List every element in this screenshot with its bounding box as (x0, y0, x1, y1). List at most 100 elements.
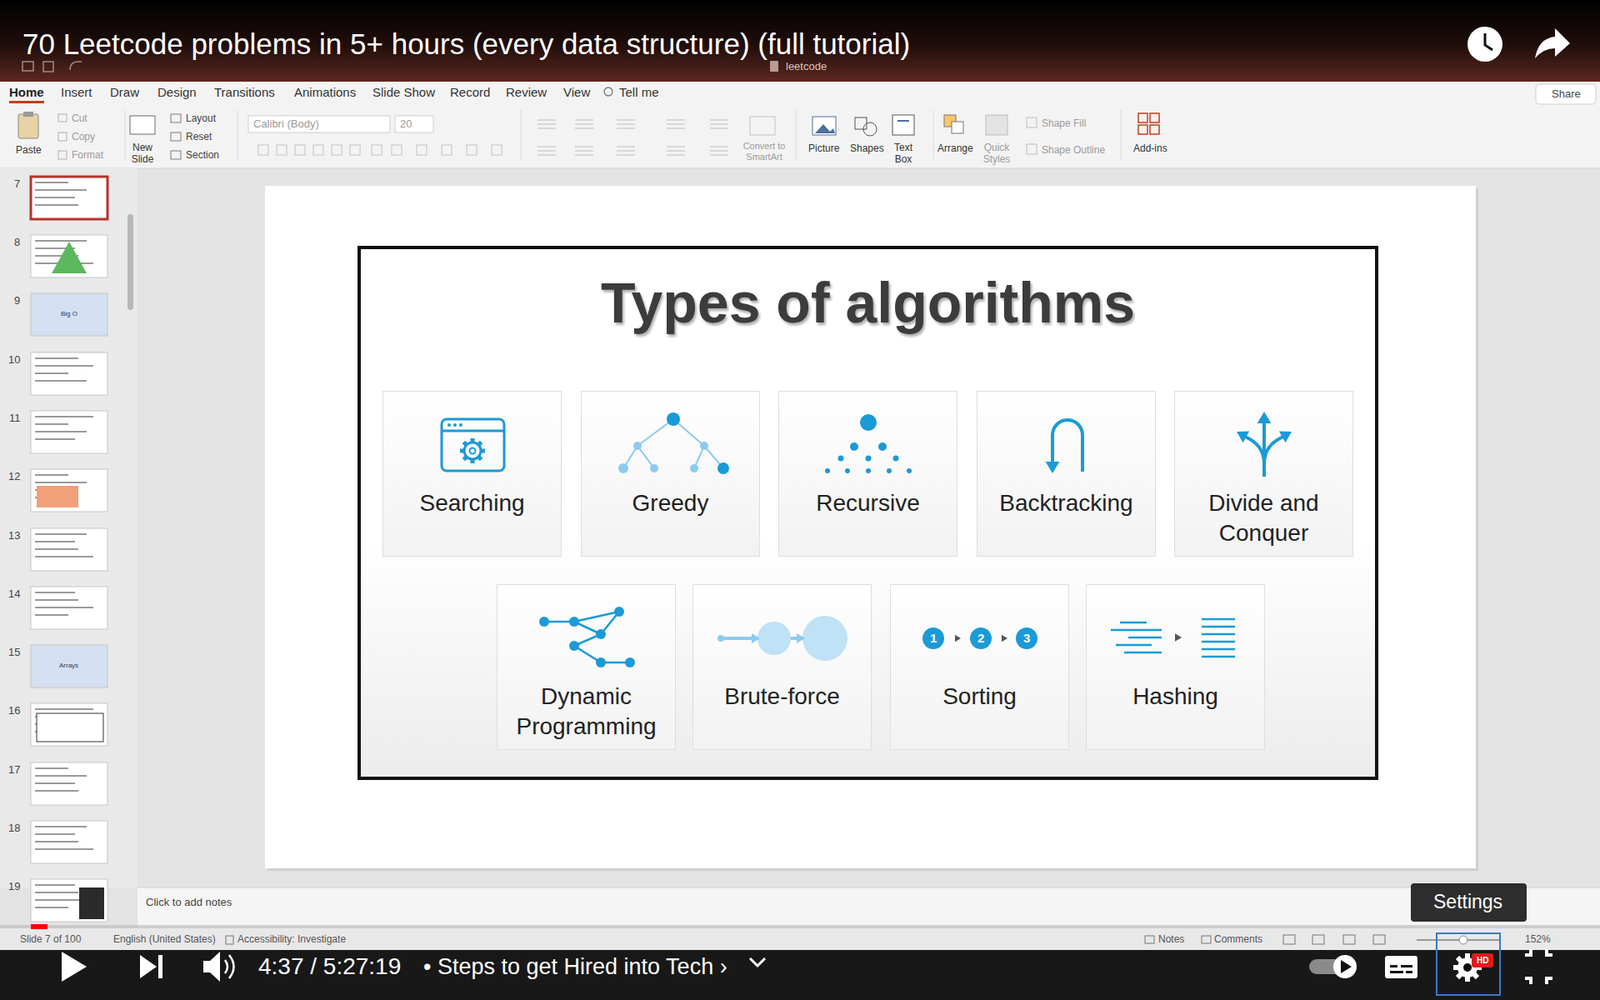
thumbnail-text-line (35, 782, 75, 785)
algorithm-card: Hashing (1085, 584, 1265, 750)
slide-thumbnail (30, 762, 108, 805)
ui-label: Add-ins (1133, 142, 1168, 155)
card-label: Hashing (1093, 681, 1258, 712)
recursion-dot (865, 455, 872, 462)
graph-node (539, 616, 550, 627)
shapes-icon (863, 122, 877, 136)
thumbnail-text-line (35, 606, 94, 609)
ui-label: Paste (15, 144, 42, 156)
recursion-dot (893, 455, 900, 462)
arrow-head (1001, 635, 1008, 642)
thumbnail-text-line (35, 372, 69, 375)
format-button (391, 145, 402, 155)
recursion-dot (845, 468, 850, 474)
hash-output-line (1201, 655, 1235, 659)
add-ins-icon (1150, 125, 1160, 135)
add-ins-icon (1138, 113, 1148, 123)
thumbnail-text-line (35, 481, 87, 484)
thumbnail-text-line (35, 548, 79, 550)
ui-label: Review (505, 85, 547, 100)
format-button (416, 145, 427, 155)
arrow-head (1175, 633, 1182, 642)
ui-label: • Steps to get Hired into Tech › (423, 953, 728, 980)
arrow-head (1045, 461, 1060, 474)
window-dot (453, 423, 457, 427)
paragraph-icon (666, 150, 685, 152)
add-ins-icon (1138, 125, 1148, 135)
ui-label: Slide 7 of 100 (20, 933, 81, 945)
paragraph-icon (616, 120, 635, 121)
notes-icon (1145, 935, 1155, 944)
thumbnail-text-line (35, 591, 75, 594)
ui-label: Convert to SmartArt (729, 140, 800, 163)
ui-label: Arrange (937, 142, 974, 155)
slide-thumbnail (30, 586, 108, 630)
slide-frame: Types of algorithmsSearchingGreedyRecurs… (357, 245, 1379, 780)
slide-thumbnail (30, 820, 108, 864)
paragraph-icon (616, 155, 635, 156)
format-button (466, 145, 477, 155)
ui-label: Reset (185, 130, 212, 143)
recursion-dot (838, 455, 845, 462)
paragraph-icon (666, 146, 685, 148)
trident-shaft (1262, 421, 1266, 477)
algorithm-card: Backtracking (976, 390, 1156, 557)
ui-label: Insert (60, 85, 93, 100)
thumbnail-text-line (35, 825, 87, 828)
ui-label: Shape Outline (1041, 144, 1105, 156)
ui-label: Animations (294, 85, 356, 100)
ui-label: Copy (71, 130, 95, 143)
clock-hands (1485, 33, 1493, 50)
format-button (295, 145, 305, 155)
card-label: Searching (390, 488, 555, 519)
tree-node (700, 441, 709, 450)
view-button (1373, 935, 1385, 945)
picture-icon (812, 116, 836, 135)
copy-icon (58, 132, 67, 141)
video-controls-bar (0, 950, 1600, 1000)
thumbnail-pyramid (51, 241, 87, 274)
gear-hole (470, 448, 476, 455)
ui-label: Picture (808, 142, 840, 155)
thumbnail-text-line (35, 708, 94, 710)
ui-label: Transitions (214, 85, 275, 100)
scrollbar-thumb (127, 214, 134, 310)
video-title: 70 Leetcode problems in 5+ hours (every … (22, 25, 910, 63)
paragraph-icon (710, 120, 729, 121)
card-label: Divide and Conquer (1181, 488, 1346, 550)
thumbnail-text-line (35, 540, 75, 543)
paragraph-icon (710, 146, 729, 148)
algorithm-card: Brute-force (692, 584, 872, 750)
slide-thumbnail (30, 352, 108, 395)
force-circle (757, 621, 791, 655)
paragraph-icon (537, 155, 556, 156)
paragraph-icon (575, 155, 594, 156)
ribbon-separator (795, 110, 797, 160)
ui-label: English (United States) (113, 933, 216, 945)
hash-output-line (1201, 625, 1235, 629)
thumbnail-text-line (35, 380, 87, 382)
graph-node (569, 616, 580, 627)
thumbnail-text-line (35, 438, 75, 440)
progress-track (0, 925, 1600, 929)
ui-label: Big O (60, 310, 78, 319)
ui-label: leetcode (785, 60, 827, 74)
thumbnail-text-line (35, 357, 79, 360)
ui-label: Calibri (Body) (253, 117, 320, 131)
ui-label: Shape Fill (1041, 117, 1086, 130)
undo-icon (70, 61, 82, 70)
graph-node (569, 640, 580, 651)
ui-label: HD (1476, 955, 1489, 966)
active-tab-underline (9, 100, 45, 104)
paragraph-icon (537, 120, 556, 121)
paragraph-icon (575, 120, 594, 121)
font-name-box (248, 115, 390, 133)
hash-output-line (1201, 618, 1235, 621)
trident-branch (1264, 436, 1284, 464)
paragraph-icon (616, 150, 635, 152)
recursion-dot (850, 442, 859, 451)
thumbnail-text-line (35, 884, 75, 886)
format-button (258, 145, 269, 155)
algorithm-icon (383, 391, 563, 484)
ribbon-separator (520, 110, 522, 160)
